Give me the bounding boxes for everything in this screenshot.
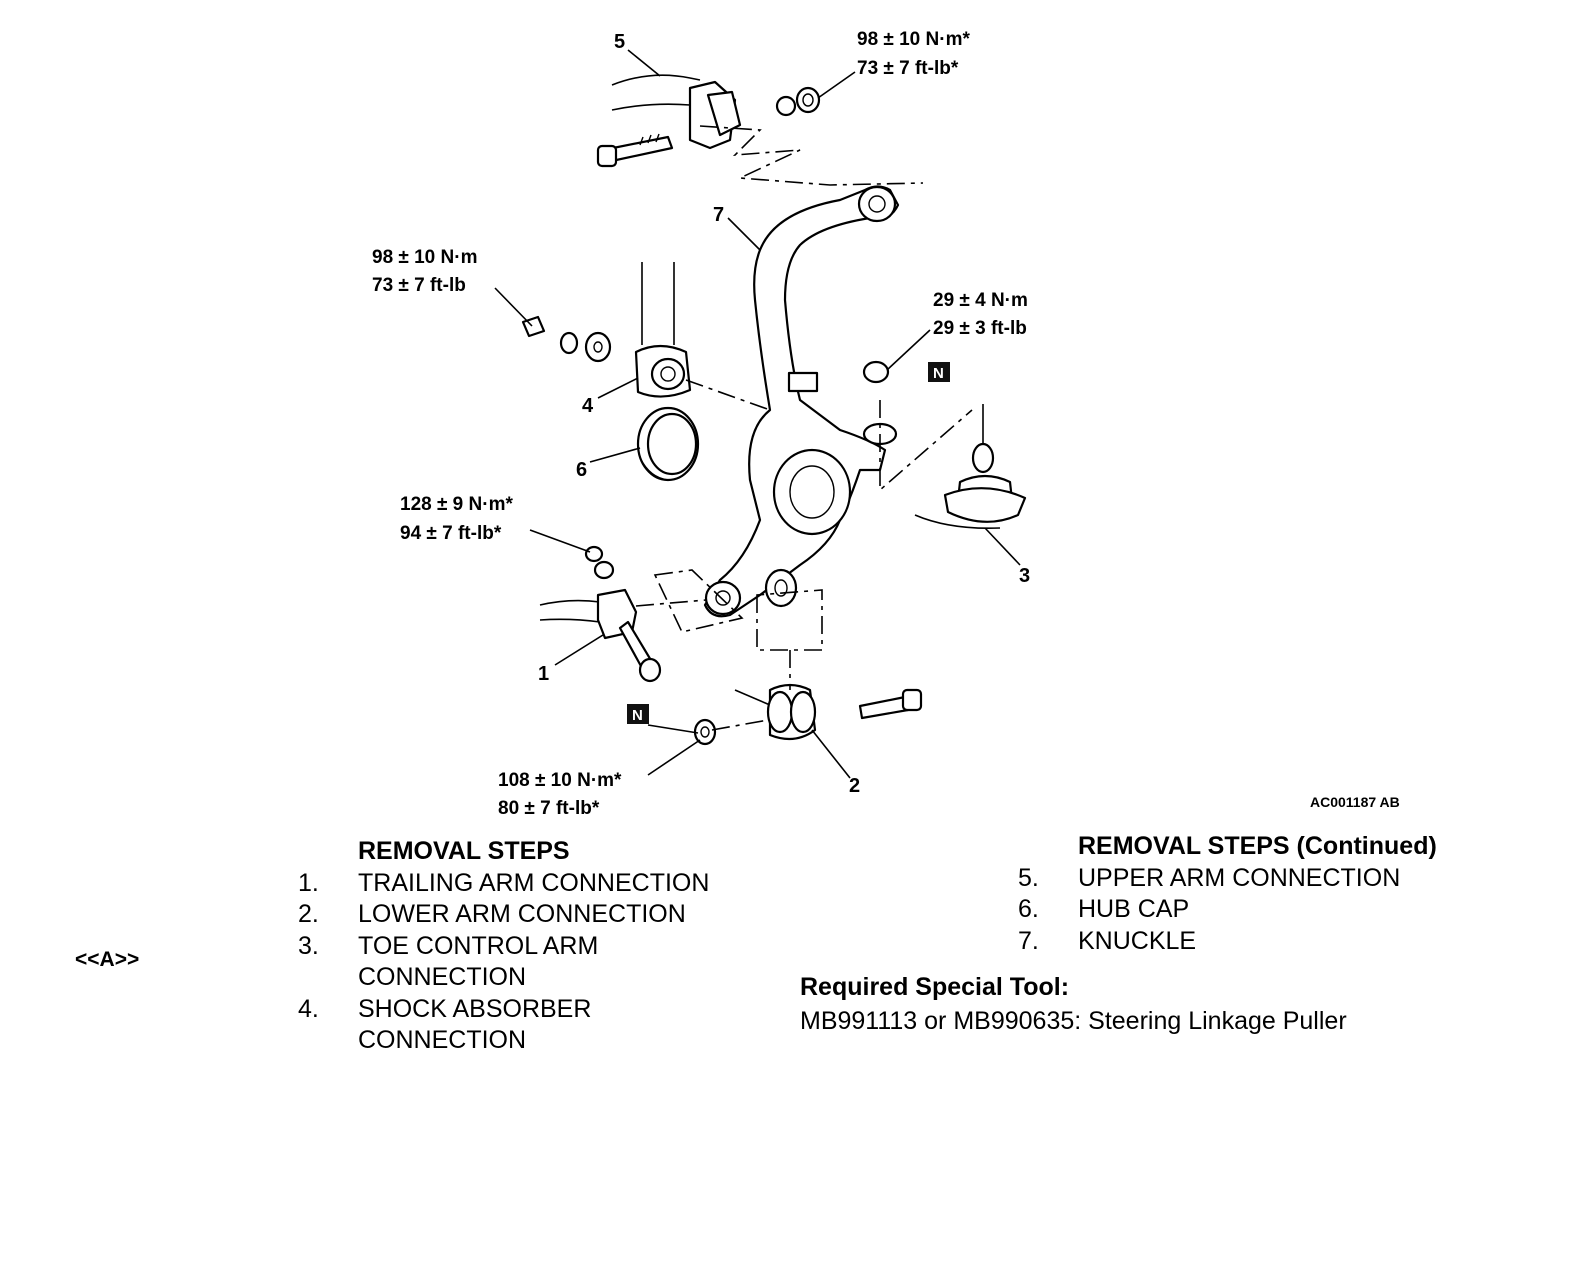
torque-label-lower-nm: 108 ± 10 N·m*: [498, 770, 622, 791]
step-number: 6.: [1018, 895, 1039, 923]
list-item: 2. LOWER ARM CONNECTION: [298, 899, 709, 931]
step-text: KNUCKLE: [1078, 926, 1197, 955]
torque-label-trailing-nm: 128 ± 9 N·m*: [400, 494, 513, 515]
special-tool-text: MB991113 or MB990635: Steering Linkage P…: [800, 1007, 1347, 1035]
removal-steps-continued-heading: REMOVAL STEPS (Continued): [1078, 832, 1437, 860]
torque-label-toe-nm: 29 ± 4 N·m: [933, 290, 1028, 311]
exploded-view-diagram: 98 ± 10 N·m* 73 ± 7 ft-lb* 98 ± 10 N·m 7…: [372, 29, 1400, 819]
step-text: UPPER ARM CONNECTION: [1078, 863, 1401, 892]
callout-4: 4: [582, 395, 594, 417]
step-number: 2.: [298, 900, 319, 928]
torque-label-trailing-ft: 94 ± 7 ft-lb*: [400, 523, 502, 544]
new-nut-marker-lower: N: [627, 704, 649, 724]
callout-2: 2: [849, 775, 860, 797]
callout-numbers: 1 2 3 4 5 6 7: [538, 31, 1030, 797]
torque-labels: 98 ± 10 N·m* 73 ± 7 ft-lb* 98 ± 10 N·m 7…: [372, 29, 1028, 819]
list-item: 3. TOE CONTROL ARM CONNECTION: [298, 931, 709, 994]
removal-steps-heading: REMOVAL STEPS: [358, 837, 570, 865]
svg-text:N: N: [632, 707, 643, 724]
list-item: 6. HUB CAP: [1018, 894, 1437, 926]
list-item: 1. TRAILING ARM CONNECTION: [298, 868, 709, 900]
callout-7: 7: [713, 204, 724, 226]
step-number: 1.: [298, 868, 319, 897]
trailing-arm-part: [539, 545, 744, 683]
step-text: TRAILING ARM CONNECTION: [358, 868, 710, 897]
callout-5: 5: [614, 31, 625, 53]
new-nut-marker-upper: N: [928, 362, 950, 382]
callout-3: 3: [1019, 565, 1030, 587]
torque-label-shock-nm: 98 ± 10 N·m: [372, 247, 477, 268]
step-number: 5.: [1018, 863, 1039, 892]
step-text: TOE CONTROL ARM CONNECTION: [358, 931, 599, 992]
list-item: 5. UPPER ARM CONNECTION: [1018, 863, 1437, 895]
knuckle-part: [703, 185, 900, 651]
step-number: 3.: [298, 931, 319, 960]
toe-control-arm-part: [862, 360, 1027, 530]
list-item: 7. KNUCKLE: [1018, 926, 1437, 958]
list-item: 4. SHOCK ABSORBER CONNECTION: [298, 994, 709, 1057]
shock-absorber-part: [521, 262, 771, 411]
torque-label-toe-ft: 29 ± 3 ft-lb: [933, 318, 1027, 339]
step-text: HUB CAP: [1078, 895, 1190, 923]
leader-lines: [494, 49, 1021, 779]
step-number: 7.: [1018, 926, 1039, 955]
step-number: 4.: [298, 994, 319, 1023]
special-tool-heading: Required Special Tool:: [800, 973, 1070, 1001]
torque-label-lower-ft: 80 ± 7 ft-lb*: [498, 798, 600, 819]
hub-cap-part: [636, 406, 700, 482]
callout-6: 6: [576, 459, 587, 481]
upper-arm-part: [596, 74, 924, 186]
removal-steps-continued-list: REMOVAL STEPS (Continued) 5. UPPER ARM C…: [1018, 831, 1437, 957]
step-text: SHOCK ABSORBER CONNECTION: [358, 994, 592, 1055]
torque-label-shock-ft: 73 ± 7 ft-lb: [372, 275, 466, 296]
special-tool-section: Required Special Tool: MB991113 or MB990…: [800, 970, 1347, 1038]
callout-1: 1: [538, 663, 549, 685]
torque-label-upper-arm-ft: 73 ± 7 ft-lb*: [857, 58, 959, 79]
procedure-marker: <<A>>: [75, 948, 140, 971]
lower-arm-part: [693, 650, 923, 746]
torque-label-upper-arm-nm: 98 ± 10 N·m*: [857, 29, 970, 50]
figure-code: AC001187 AB: [1310, 794, 1400, 810]
step-text: LOWER ARM CONNECTION: [358, 900, 686, 928]
removal-steps-list: REMOVAL STEPS 1. TRAILING ARM CONNECTION…: [298, 836, 709, 1057]
svg-text:N: N: [933, 365, 944, 382]
